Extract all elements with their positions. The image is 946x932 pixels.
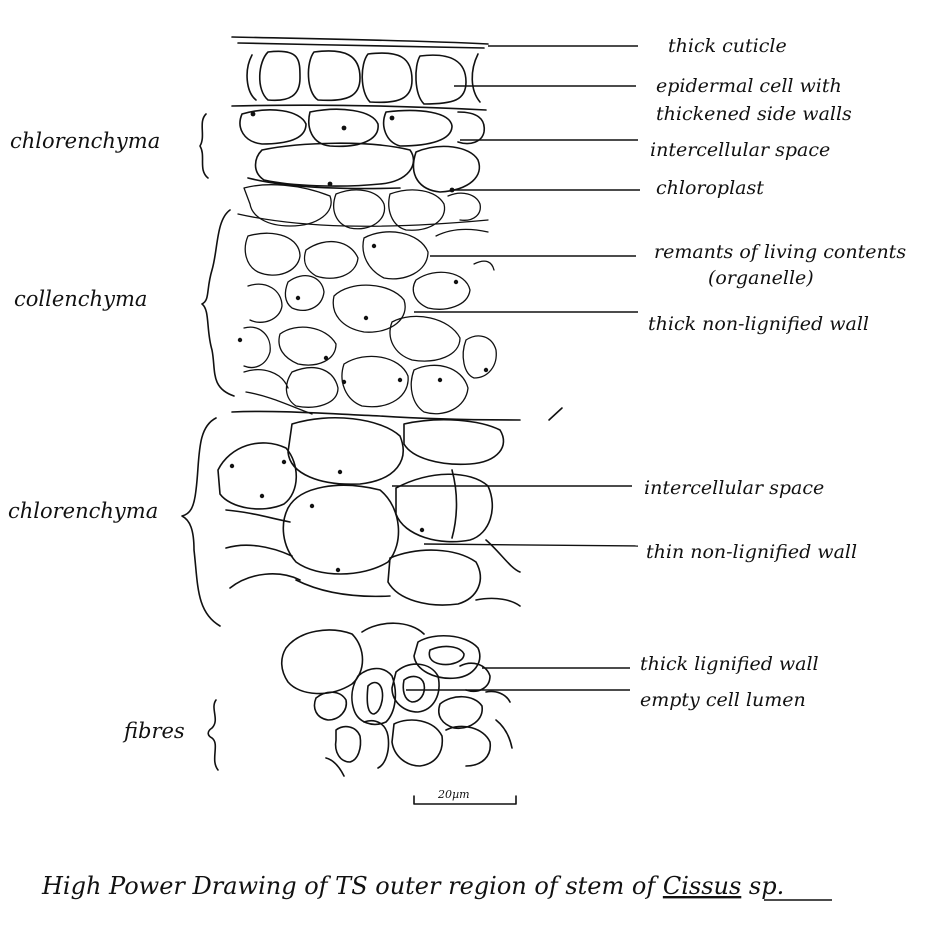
label-intercellular-space-2: intercellular space [644,477,824,499]
brace-fibres [207,699,219,771]
region-label-fibres: fibres [122,719,185,743]
label-epidermal-cell-line2: thickened side walls [656,103,852,125]
cuticle [231,36,489,49]
scale-bar-label: 20µm [437,788,470,801]
label-remnants-line1: remants of living contents [654,241,906,263]
caption-text-end: sp. [741,872,784,900]
region-labels: chlorenchyma collenchyma chlorenchyma fi… [8,129,185,743]
label-thin-nonlignified-wall: thin non-lignified wall [646,541,857,563]
region-label-chlorenchyma-bottom: chlorenchyma [8,499,158,523]
scale-bar-line [413,795,517,805]
caption-genus: Cissus [663,872,741,900]
lower-chlorenchyma-cells [217,407,563,607]
leader-lines [392,45,640,691]
brace-collenchyma [201,209,235,397]
label-remnants-line2: (organelle) [708,267,814,289]
region-label-collenchyma: collenchyma [14,287,147,311]
collenchyma-cells [243,228,497,415]
scale-bar: 20µm [413,788,517,805]
label-epidermal-cell-line1: epidermal cell with [656,75,842,97]
label-thick-cuticle: thick cuticle [668,35,787,57]
fibre-cells [280,622,513,777]
region-label-chlorenchyma-top: chlorenchyma [10,129,160,153]
labels: thick cuticle epidermal cell with thicke… [640,35,906,711]
chloroplast-dots [229,111,489,573]
label-thick-lignified-wall: thick lignified wall [640,653,819,675]
label-thick-nonlignified-wall: thick non-lignified wall [648,313,869,335]
upper-chlorenchyma-cells [237,108,489,231]
figure-caption: High Power Drawing of TS outer region of… [41,872,784,900]
caption-text: High Power Drawing of TS outer region of… [41,872,663,900]
label-chloroplast: chloroplast [656,177,764,199]
label-intercellular-space-1: intercellular space [650,139,830,161]
brace-chlorenchyma-bottom [181,417,221,627]
region-braces [181,113,235,771]
leader-thin-nonlignified-wall [423,543,639,547]
label-empty-cell-lumen: empty cell lumen [640,689,806,711]
brace-chlorenchyma-top [199,113,209,179]
epidermis-layer [231,50,487,111]
